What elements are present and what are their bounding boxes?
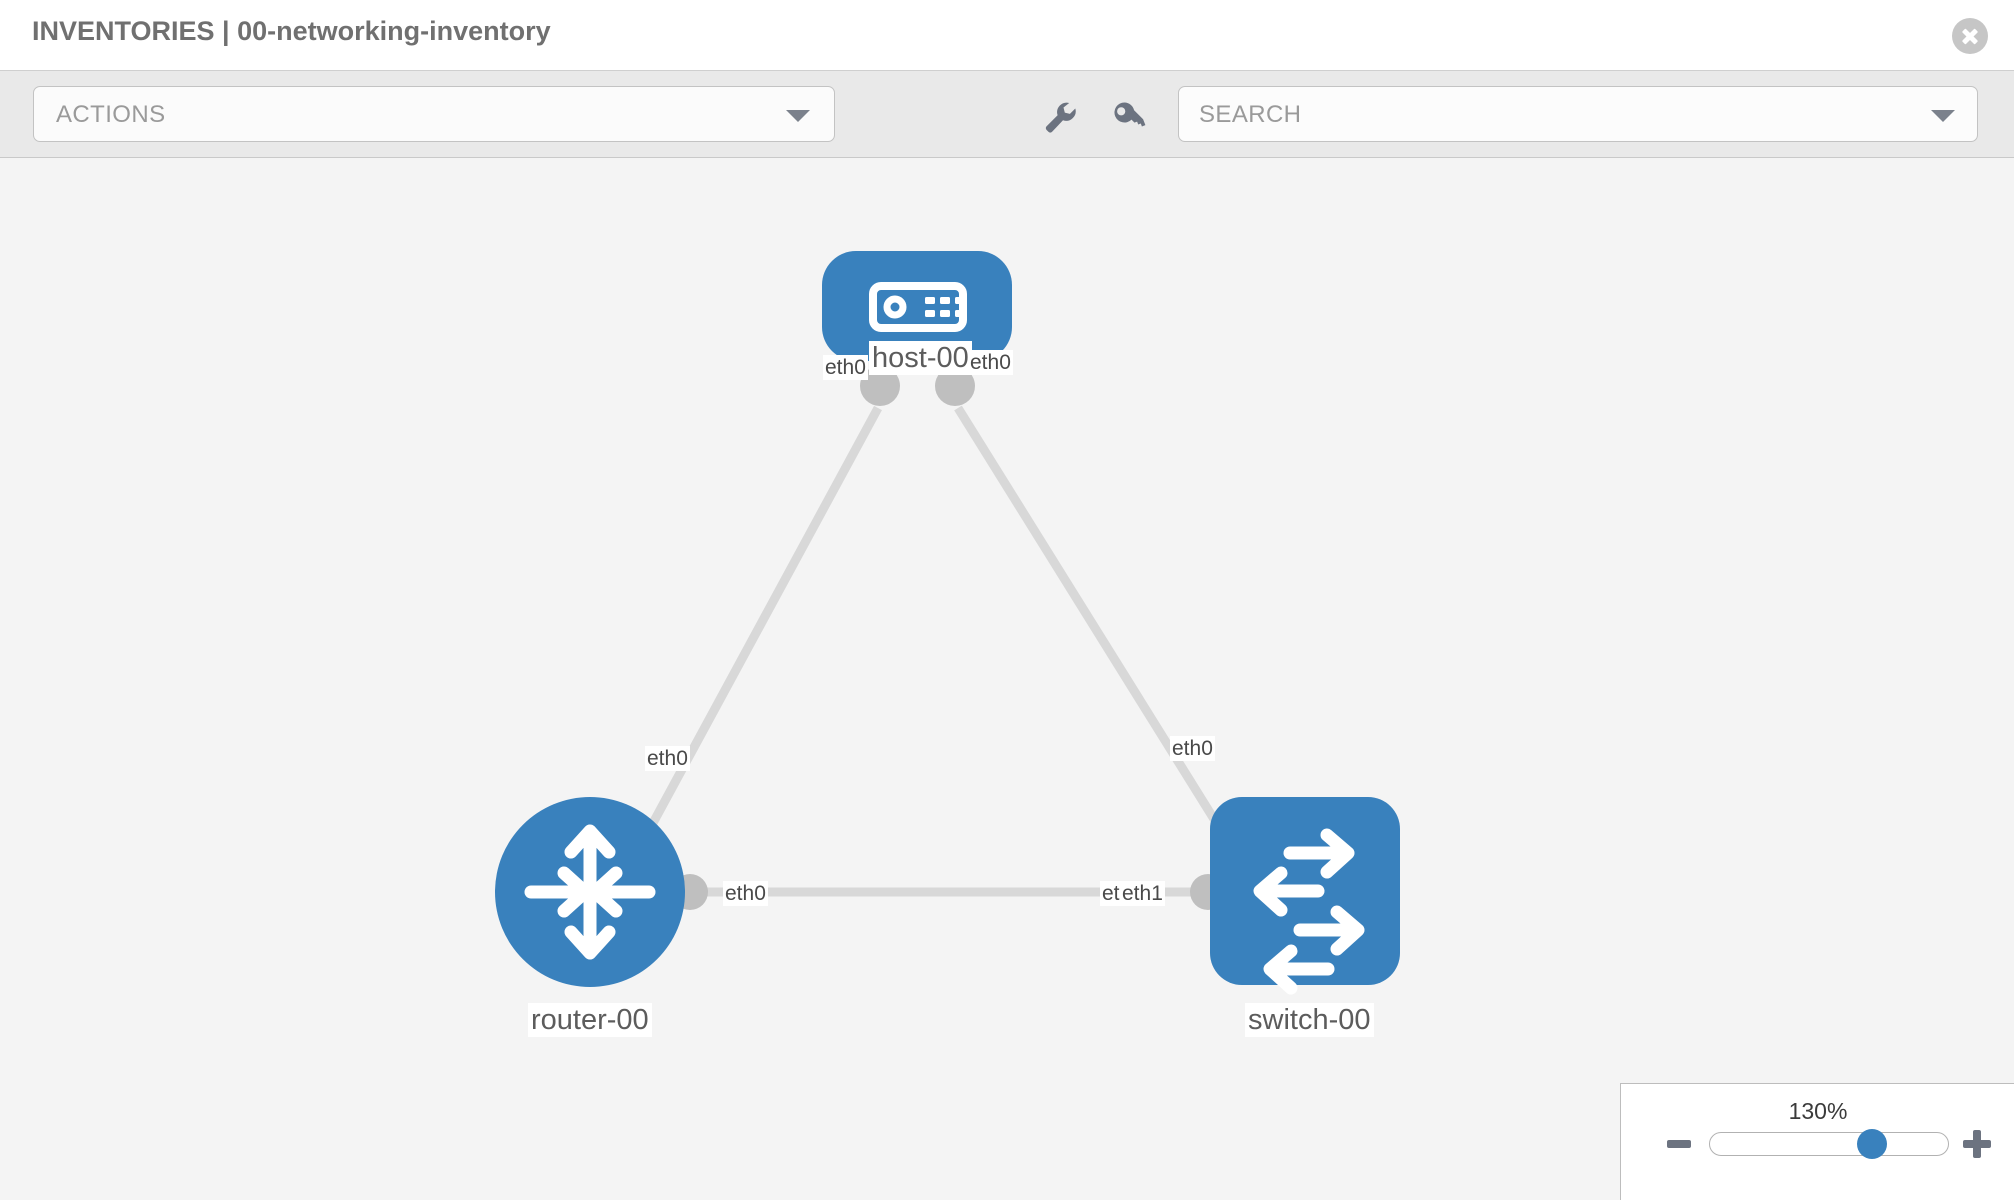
iface-label-switch00-to-host00: eth0 xyxy=(1170,736,1215,761)
connector-host00-right xyxy=(935,366,975,406)
page-header: INVENTORIES | 00-networking-inventory xyxy=(0,0,2014,70)
link-host00-router00 xyxy=(630,405,882,861)
chevron-down-icon[interactable] xyxy=(1931,110,1955,122)
iface-label-switch00-to-router00: eth1 xyxy=(1120,881,1165,906)
link-host00-switch00 xyxy=(954,405,1236,851)
zoom-slider-thumb[interactable] xyxy=(1857,1129,1887,1159)
topology-links xyxy=(630,405,1236,897)
node-label-router-00: router-00 xyxy=(528,1003,652,1037)
node-switch-00 xyxy=(1210,797,1400,995)
minus-icon[interactable] xyxy=(1667,1140,1691,1148)
chevron-down-icon xyxy=(786,110,810,122)
iface-label-host00-to-router00: eth0 xyxy=(823,355,868,380)
connector-host00-left xyxy=(860,366,900,406)
wrench-icon[interactable] xyxy=(1040,97,1080,137)
node-host-00 xyxy=(822,251,1012,361)
topology-canvas[interactable]: host-00 router-00 switch-00 eth0 eth0 et… xyxy=(0,158,2014,1200)
node-label-host-00: host-00 xyxy=(869,341,972,375)
search-placeholder: SEARCH xyxy=(1199,101,1302,128)
node-router-00 xyxy=(495,797,685,987)
zoom-slider-track[interactable] xyxy=(1709,1132,1949,1156)
zoom-control-panel: 130% xyxy=(1620,1083,2014,1200)
topology-connectors xyxy=(672,366,1256,910)
topology-graph xyxy=(495,251,1400,995)
iface-label-router00-to-switch00: eth0 xyxy=(723,881,768,906)
toolbar: ACTIONS SEARCH xyxy=(0,70,2014,158)
four-arrows-icon xyxy=(524,824,656,960)
switch-arrows-icon xyxy=(1253,828,1365,995)
close-icon[interactable] xyxy=(1952,18,1988,54)
iface-label-host00-to-switch00: eth0 xyxy=(968,350,1013,375)
server-device-icon xyxy=(869,282,967,332)
actions-dropdown[interactable]: ACTIONS xyxy=(33,86,835,142)
search-input[interactable]: SEARCH xyxy=(1178,86,1978,142)
key-icon[interactable] xyxy=(1108,97,1148,137)
page-title: INVENTORIES | 00-networking-inventory xyxy=(32,16,551,46)
plus-icon[interactable] xyxy=(1963,1130,1991,1158)
actions-dropdown-label: ACTIONS xyxy=(56,101,166,128)
node-label-switch-00: switch-00 xyxy=(1245,1003,1374,1037)
zoom-percent-label: 130% xyxy=(1788,1098,1848,1124)
iface-label-router00-to-host00: eth0 xyxy=(645,746,690,771)
